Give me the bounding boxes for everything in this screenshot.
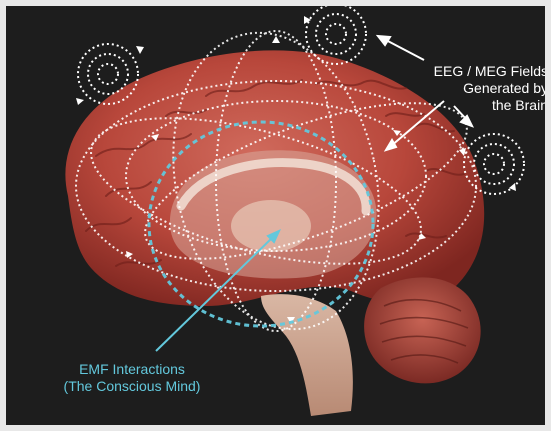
corpus-callosum	[176, 158, 371, 216]
thalamus	[231, 200, 311, 252]
field-rings	[77, 6, 525, 195]
emf-interactions-label: EMF Interactions (The Conscious Mind)	[42, 361, 222, 395]
figure-frame: EEG / MEG Fields Generated by the Brain …	[6, 6, 545, 425]
ring-arrows	[76, 16, 516, 191]
eeg-label-line-2: Generated by	[463, 80, 545, 96]
brain-illustration	[65, 6, 525, 416]
emf-pointer	[155, 228, 282, 352]
eeg-label-line-3: the Brain	[491, 97, 545, 113]
brainstem	[261, 294, 353, 416]
emf-label-line-2: (The Conscious Mind)	[63, 378, 201, 394]
cerebellum-folia	[379, 298, 469, 364]
cerebellum	[364, 277, 481, 384]
eeg-meg-fields-label: EEG / MEG Fields Generated by the Brain	[398, 63, 545, 114]
conscious-field-ring	[147, 120, 375, 328]
eeg-pointers	[375, 34, 475, 152]
eeg-label-line-1: EEG / MEG Fields	[433, 63, 545, 79]
emf-label-line-1: EMF Interactions	[79, 361, 185, 377]
field-line-arrows	[126, 36, 426, 324]
